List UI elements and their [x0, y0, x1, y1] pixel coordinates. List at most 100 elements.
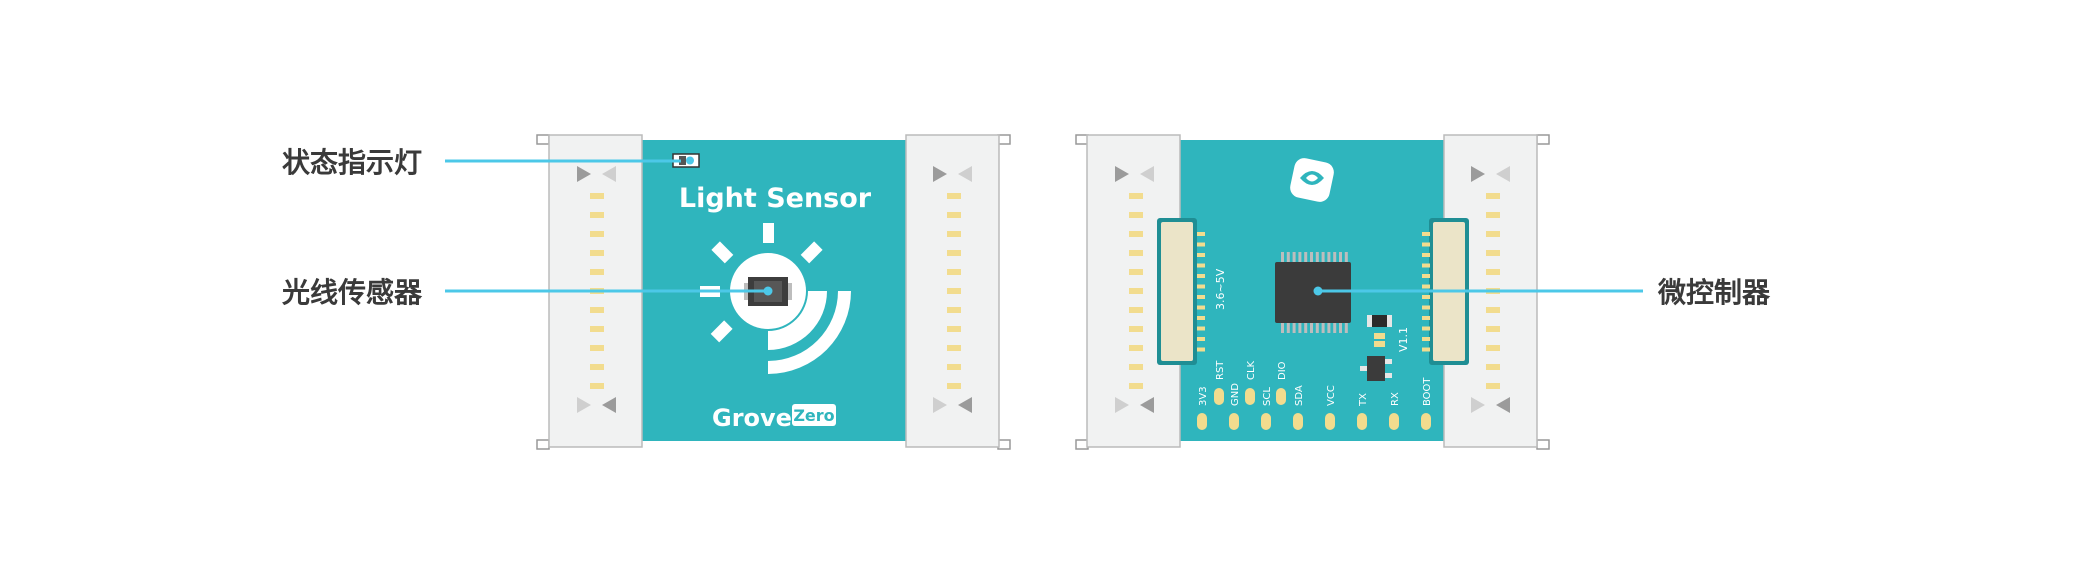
connector-pin: [947, 250, 961, 256]
connector-pin: [590, 269, 604, 275]
mcu-pin: [1286, 323, 1290, 333]
connector-pin: [947, 345, 961, 351]
connector-pin: [590, 250, 604, 256]
mcu-pin: [1339, 252, 1342, 262]
mcu-pin: [1292, 252, 1296, 262]
pin-label-scl: SCL: [1262, 387, 1273, 406]
socket-pin: [1422, 232, 1430, 236]
connector-tab: [536, 439, 550, 450]
connector-pin: [1486, 193, 1500, 199]
pin-label-boot: BOOT: [1422, 377, 1433, 406]
label-status-led: 状态指示灯: [282, 146, 422, 179]
mcu-pin: [1333, 323, 1337, 333]
socket-pin: [1422, 274, 1430, 278]
socket-pin: [1197, 295, 1205, 299]
connector-tab: [997, 439, 1011, 450]
socket-pins: [1422, 232, 1430, 352]
connector-arrow: [1140, 397, 1154, 413]
connector-arrow: [933, 397, 947, 413]
socket-pins: [1197, 232, 1205, 352]
connector-pin: [1486, 326, 1500, 332]
connector-pins: [947, 193, 961, 389]
socket-pin: [1422, 242, 1430, 247]
label-light-sensor: 光线传感器: [281, 276, 423, 309]
connector-arrow: [577, 166, 591, 182]
socket-pin: [1422, 347, 1430, 352]
socket-pin: [1197, 326, 1205, 331]
connector-arrow: [958, 166, 972, 182]
pin-label-rx: RX: [1390, 392, 1401, 406]
mcu-pin: [1310, 252, 1313, 262]
mcu-pin: [1304, 323, 1308, 333]
connector-pin: [1129, 269, 1143, 275]
connector-pin: [947, 288, 961, 294]
connector-arrow: [577, 397, 591, 413]
connector-pin: [1129, 288, 1143, 294]
mcu-pin: [1321, 252, 1325, 262]
small-component: [1367, 315, 1392, 327]
connector-pin: [1129, 250, 1143, 256]
connector-pin: [947, 326, 961, 332]
connector-arrow: [1496, 166, 1510, 182]
seeed-logo-icon: [1290, 158, 1334, 202]
mcu-pin: [1292, 323, 1296, 333]
pin-label-3v3: 3V3: [1198, 386, 1209, 406]
connector-pin: [1129, 231, 1143, 237]
connector-pin: [1129, 326, 1143, 332]
brand-name: Grove: [712, 404, 792, 432]
mcu-pin: [1315, 323, 1319, 333]
mcu-pin: [1321, 323, 1325, 333]
connector-pin: [1486, 231, 1500, 237]
socket-pin: [1422, 253, 1430, 257]
connector-pins: [1129, 193, 1143, 389]
pin-label-gnd: GND: [1230, 383, 1241, 406]
connector-arrow: [958, 397, 972, 413]
socket-pin: [1197, 284, 1205, 289]
connector-arrow: [1496, 397, 1510, 413]
connector-pin: [1486, 269, 1500, 275]
mcu-pin: [1281, 252, 1284, 262]
connector-tab: [536, 134, 550, 145]
connector-pin: [947, 269, 961, 275]
socket-pin: [1422, 326, 1430, 331]
mcu-pin: [1344, 252, 1348, 262]
connector-arrow: [1471, 397, 1485, 413]
connector-tab: [1075, 439, 1089, 450]
mcu-pin: [1281, 323, 1284, 333]
mcu-pin: [1327, 323, 1331, 333]
mcu-pin: [1286, 252, 1290, 262]
socket-pin: [1197, 242, 1205, 247]
connector-arrow: [1140, 166, 1154, 182]
small-component: [1374, 333, 1385, 347]
connector-pin: [590, 307, 604, 313]
socket-pin: [1197, 232, 1205, 236]
pin-label-vcc: VCC: [1326, 385, 1337, 406]
connector-pin: [590, 193, 604, 199]
connector-pin: [947, 307, 961, 313]
connector-pin: [1486, 345, 1500, 351]
connector-pin: [947, 383, 961, 389]
mcu-pin: [1298, 252, 1302, 262]
socket-pin: [1422, 263, 1430, 268]
connector-pin: [1129, 212, 1143, 218]
connector-pin: [1129, 307, 1143, 313]
connector-pin: [590, 212, 604, 218]
connector-tab: [1536, 439, 1550, 450]
socket-pin: [1197, 347, 1205, 352]
grove-zero-logo: Grove Zero: [712, 404, 836, 432]
voltage-label: 3.6~5V: [1214, 268, 1227, 310]
connector-pin: [1129, 193, 1143, 199]
connector-pin: [590, 231, 604, 237]
connector-pin: [947, 212, 961, 218]
brand-badge: Zero: [793, 406, 834, 425]
connector-pin: [947, 364, 961, 370]
mcu-pins: [1281, 252, 1348, 333]
socket-pin: [1197, 337, 1205, 341]
connector-arrow: [602, 166, 616, 182]
connector-arrow: [1115, 397, 1129, 413]
pin-pads: [1197, 388, 1431, 430]
connector-arrow: [1115, 166, 1129, 182]
mcu-pin: [1333, 252, 1337, 262]
connector-pin: [947, 193, 961, 199]
